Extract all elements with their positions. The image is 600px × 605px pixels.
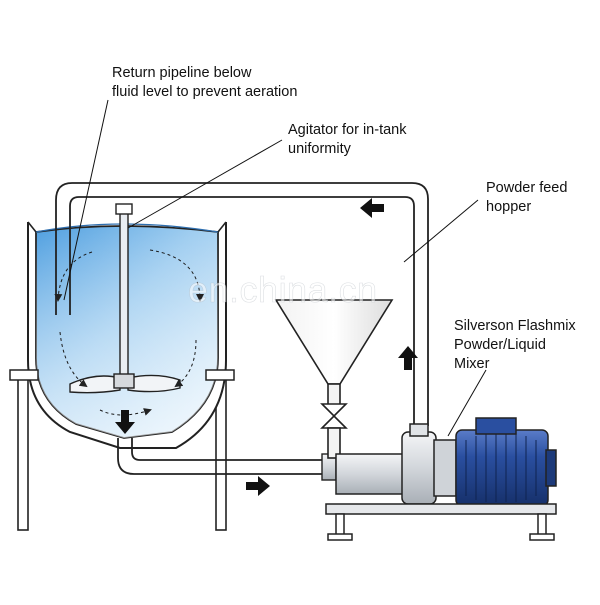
label-mixer-1: Silverson Flashmix [454, 318, 576, 334]
label-hopper-2: hopper [486, 199, 531, 215]
labels: Return pipeline below fluid level to pre… [112, 65, 576, 372]
callout-return-pipeline [63, 99, 109, 301]
motor-body [455, 429, 549, 507]
label-return-pipeline-2: fluid level to prevent aeration [112, 84, 297, 100]
flow-arrow-right [246, 476, 270, 496]
callout-mixer [447, 369, 487, 437]
flow-arrow-up [398, 346, 418, 370]
circulation-arrows [54, 249, 204, 416]
agitator [69, 203, 181, 394]
callout-hopper [403, 199, 479, 263]
flow-arrow-down [115, 410, 135, 434]
flow-arrows [115, 198, 418, 496]
flow-arrow-left [360, 198, 384, 218]
return-pipeline [55, 182, 429, 426]
callout-lines [63, 99, 487, 437]
label-mixer-2: Powder/Liquid [454, 337, 546, 353]
label-agitator-2: uniformity [288, 141, 352, 157]
powder-hopper [274, 299, 394, 459]
label-agitator-1: Agitator for in-tank [288, 122, 407, 138]
label-hopper-1: Powder feed [486, 180, 567, 196]
label-mixer-3: Mixer [454, 356, 490, 372]
callout-agitator [127, 139, 283, 229]
watermark-text: en.china.cn [188, 269, 378, 310]
outlet-pipeline [117, 438, 330, 475]
flashmix-mixer [325, 417, 557, 541]
label-return-pipeline-1: Return pipeline below [112, 65, 252, 81]
